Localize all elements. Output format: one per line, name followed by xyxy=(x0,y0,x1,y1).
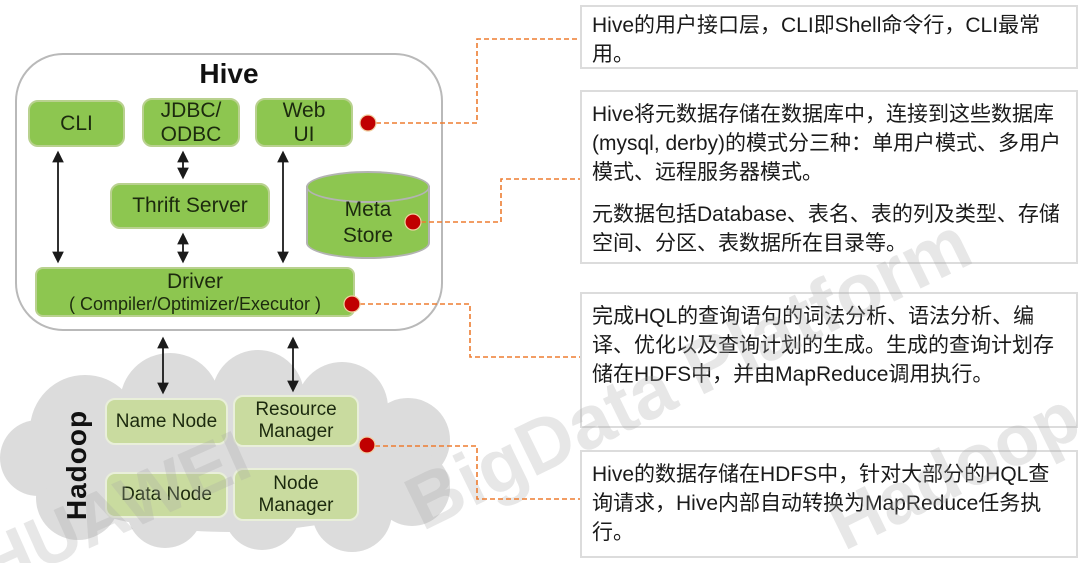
name-node-label: Name Node xyxy=(115,410,218,432)
driver-sublabel: ( Compiler/Optimizer/Executor ) xyxy=(68,293,322,314)
annotation-hdfs-storage: Hive的数据存储在HDFS中，针对大部分的HQL查询请求，Hive内部自动转换… xyxy=(580,450,1078,558)
data-node-box: Data Node xyxy=(105,472,228,518)
resource-manager-label: Resource Manager xyxy=(255,399,337,442)
hive-title: Hive xyxy=(199,58,259,89)
annotation-text: Hive将元数据存储在数据库中，连接到这些数据库(mysql, derby)的模… xyxy=(592,103,1062,184)
red-dot-hadoop xyxy=(358,436,376,454)
annotation-metastore: Hive将元数据存储在数据库中，连接到这些数据库(mysql, derby)的模… xyxy=(580,90,1078,264)
name-node-box: Name Node xyxy=(105,398,228,445)
node-manager-label: Node Manager xyxy=(258,472,334,516)
annotation-text: Hive的用户接口层，CLI即Shell命令行，CLI最常用。 xyxy=(592,14,1041,66)
web-ui-label: Web UI xyxy=(282,99,326,146)
thrift-server-box: Thrift Server xyxy=(110,183,270,229)
driver-box: Driver ( Compiler/Optimizer/Executor ) xyxy=(35,267,355,317)
driver-label: Driver xyxy=(167,269,223,293)
node-manager-box: Node Manager xyxy=(233,468,359,521)
annotation-text: Hive的数据存储在HDFS中，针对大部分的HQL查询请求，Hive内部自动转换… xyxy=(592,463,1050,544)
web-ui-box: Web UI xyxy=(255,98,353,147)
connector-metastore-note2 xyxy=(421,178,580,223)
jdbc-odbc-box: JDBC/ ODBC xyxy=(142,98,240,147)
cli-box: CLI xyxy=(28,100,125,147)
connector-hadoop-note4 xyxy=(375,445,580,500)
cylinder-top xyxy=(306,171,430,203)
annotation-user-interface: Hive的用户接口层，CLI即Shell命令行，CLI最常用。 xyxy=(580,5,1078,69)
annotation-text: 完成HQL的查询语句的词法分析、语法分析、编译、优化以及查询计划的生成。生成的查… xyxy=(592,305,1054,386)
hadoop-label: Hadoop xyxy=(61,409,92,521)
thrift-server-label: Thrift Server xyxy=(132,194,248,218)
jdbc-odbc-label: JDBC/ ODBC xyxy=(160,99,222,146)
meta-store-label: Meta Store xyxy=(342,198,394,247)
annotation-driver: 完成HQL的查询语句的词法分析、语法分析、编译、优化以及查询计划的生成。生成的查… xyxy=(580,292,1078,428)
resource-manager-box: Resource Manager xyxy=(233,395,359,447)
data-node-label: Data Node xyxy=(121,484,212,506)
annotation-text: 元数据包括Database、表名、表的列及类型、存储空间、分区、表数据所在目录等… xyxy=(592,203,1060,255)
cli-label: CLI xyxy=(60,111,93,135)
meta-store-cylinder: Meta Store xyxy=(306,171,430,259)
